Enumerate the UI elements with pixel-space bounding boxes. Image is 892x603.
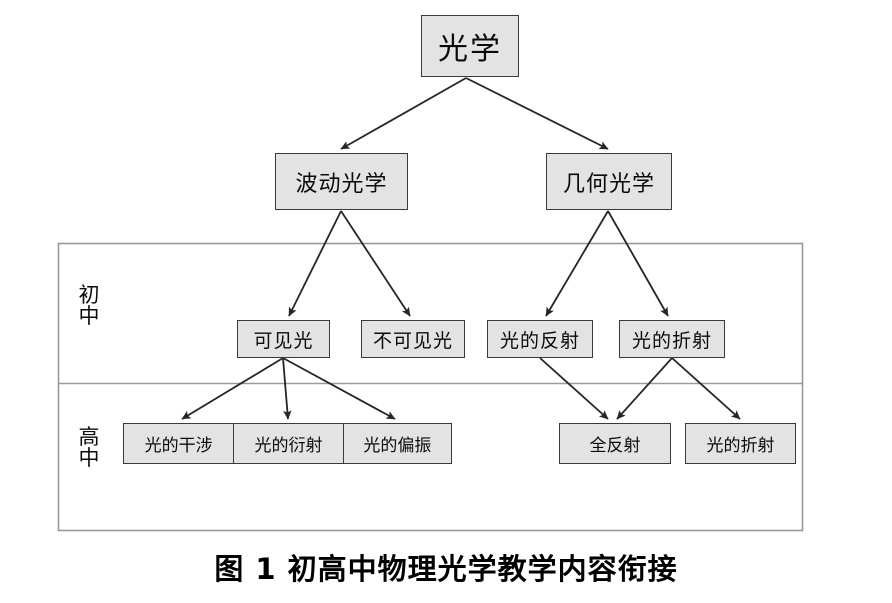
node-interference-label: 光的干涉 xyxy=(144,436,213,456)
node-geometric-optics[interactable]: 几何光学 xyxy=(546,153,672,210)
node-invisible-light[interactable]: 不可见光 xyxy=(361,320,465,358)
node-visible-light[interactable]: 可见光 xyxy=(237,320,330,358)
node-polarization-label: 光的偏振 xyxy=(363,436,432,456)
node-interference[interactable]: 光的干涉 xyxy=(124,424,233,463)
figure-caption: 图 1 初高中物理光学教学内容衔接 xyxy=(214,552,678,586)
node-diffraction[interactable]: 光的衍射 xyxy=(233,424,342,463)
edge-visible-interference xyxy=(181,357,284,420)
stage-frame xyxy=(57,242,804,532)
node-polarization[interactable]: 光的偏振 xyxy=(342,424,451,463)
node-light-refraction-label: 光的折射 xyxy=(631,329,712,352)
node-geometric-optics-label: 几何光学 xyxy=(562,171,655,197)
node-visible-light-label: 可见光 xyxy=(253,329,314,352)
node-total-reflection[interactable]: 全反射 xyxy=(559,423,671,464)
stage-label-senior-char-2: 中 xyxy=(78,446,100,471)
node-wave-optics-label: 波动光学 xyxy=(295,171,388,197)
stage-label-senior-char-1: 高 xyxy=(78,425,100,449)
node-wave-optics[interactable]: 波动光学 xyxy=(275,153,408,210)
node-refraction-senior[interactable]: 光的折射 xyxy=(685,423,796,464)
node-light-refraction[interactable]: 光的折射 xyxy=(619,320,725,358)
edge-root-wave xyxy=(340,77,467,150)
node-invisible-light-label: 不可见光 xyxy=(372,329,453,352)
node-refraction-senior-label: 光的折射 xyxy=(706,436,775,456)
edge-refraction-refraction-senior xyxy=(671,357,741,420)
node-total-reflection-label: 全反射 xyxy=(589,436,641,456)
node-light-reflection[interactable]: 光的反射 xyxy=(487,320,593,358)
edge-wave-invisible xyxy=(340,210,411,317)
edge-refraction-total xyxy=(616,357,673,420)
edge-wave-visible xyxy=(288,210,342,317)
node-light-reflection-label: 光的反射 xyxy=(499,329,580,352)
edge-geometric-refraction xyxy=(607,210,669,317)
stage-label-senior-high: 高 中 xyxy=(76,425,102,471)
node-root-label: 光学 xyxy=(438,32,502,67)
edge-geometric-reflection xyxy=(545,210,609,317)
stage-label-junior-char-2: 中 xyxy=(78,304,100,329)
edge-visible-diffraction xyxy=(282,357,292,420)
edge-visible-polarization xyxy=(282,357,396,420)
node-diffraction-label: 光的衍射 xyxy=(254,436,323,456)
stage-label-junior-char-1: 初 xyxy=(78,283,100,307)
stage-label-junior-high: 初 中 xyxy=(76,283,102,329)
node-group-wave-topics: 光的干涉 光的衍射 光的偏振 xyxy=(123,423,452,464)
node-root[interactable]: 光学 xyxy=(421,15,519,77)
edge-reflection-total xyxy=(539,357,609,420)
edge-root-geometric xyxy=(465,77,609,150)
